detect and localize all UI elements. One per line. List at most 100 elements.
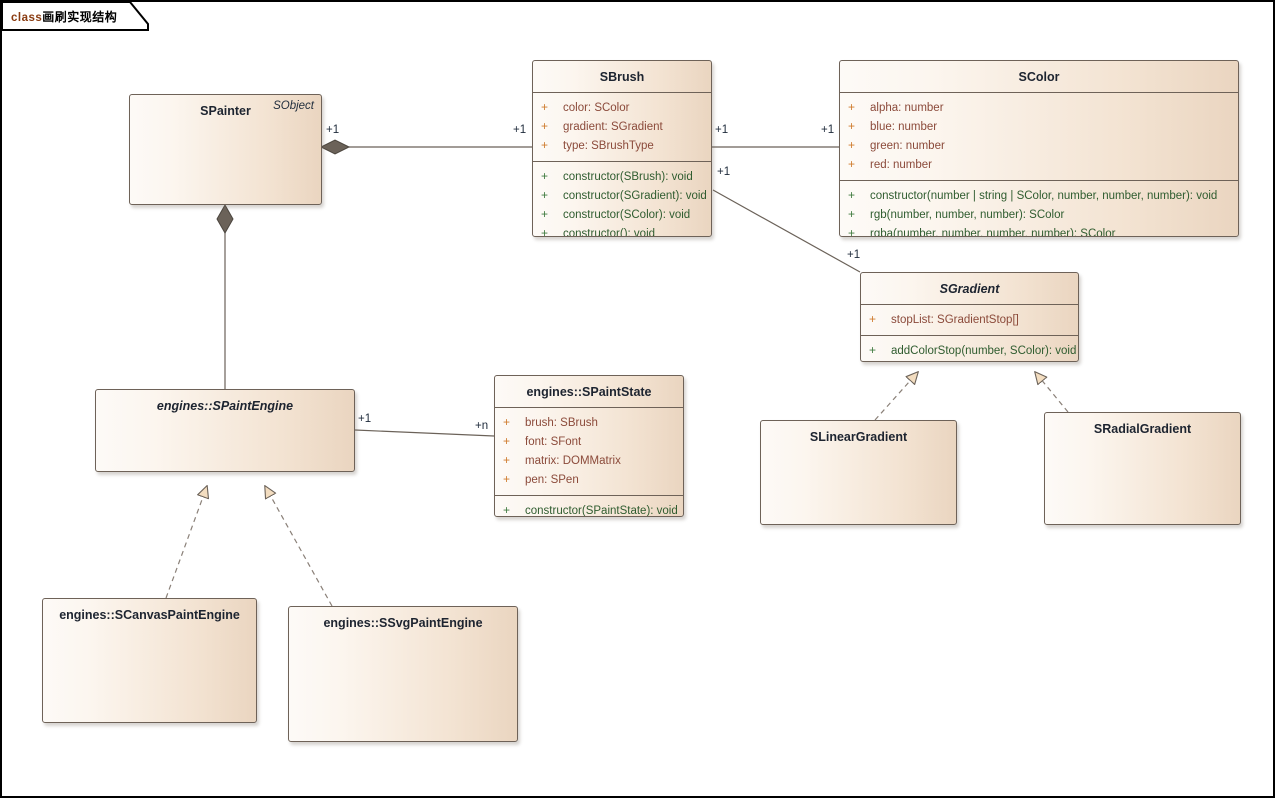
class-scolor-header: SColor [840,61,1238,93]
class-scanvaspaintengine-name: engines::SCanvasPaintEngine [59,608,240,622]
method-label: constructor(SColor): void [563,209,691,221]
method-row: + addColorStop(number, SColor): void [861,341,1078,360]
multiplicity-brush-gradient-source: +1 [717,166,731,178]
method-row: + constructor(number | string | SColor, n… [840,186,1238,205]
method-label: rgba(number, number, number, number): SC… [870,228,1116,237]
link-painter-engine [216,203,234,389]
class-sgradient-methods: + addColorStop(number, SColor): void [861,335,1078,361]
class-spainter-header: SObject SPainter [130,95,321,126]
class-slineargradient-name: SLinearGradient [809,430,908,444]
method-label: rgb(number, number, number): SColor [870,209,1065,221]
attribute-row: +type: SBrushType [533,136,711,155]
multiplicity-painter-brush-target: +1 [513,124,527,136]
link-painter-brush [319,139,532,155]
class-spaintstate-header: engines::SPaintState [495,376,683,408]
method-row: + rgba(number, number, number, number): S… [840,224,1238,237]
frame-title: 画刷实现结构 [42,10,118,24]
method-label: constructor(SBrush): void [563,171,693,183]
attribute-row: +font: SFont [495,432,683,451]
class-scolor-name: SColor [1018,70,1060,84]
visibility-marker: + [541,100,549,114]
class-scolor-attributes: + alpha: number + blue: number + green: num… [840,93,1238,180]
visibility-marker: + [541,207,549,221]
method-row: + constructor(SGradient): void [533,186,711,205]
method-label: constructor(SGradient): void [563,190,707,202]
class-spaintengine[interactable]: engines::SPaintEngine [95,389,355,472]
attribute-row: + gradient: SGradient [533,117,711,136]
attribute-row: + blue: number [840,117,1238,136]
attribute-label: red: number [870,159,933,171]
attribute-label: stopList: SGradientStop[] [891,314,1019,326]
visibility-marker: + [848,100,856,114]
visibility-marker: + [503,472,511,486]
class-sgradient-name: SGradient [939,282,1000,296]
visibility-marker: + [848,119,856,133]
attribute-label: brush: SBrush [525,417,598,429]
frame-tab-label: class画刷实现结构 [11,8,117,25]
visibility-marker: + [541,169,549,183]
attribute-row: +red: number [840,155,1238,174]
class-sradialgradient[interactable]: SRadialGradient [1044,412,1241,525]
visibility-marker: + [541,119,549,133]
link-svgengine-paintengine [265,486,333,607]
class-sbrush-attributes: + color: SColor + gradient: SGradient +typ… [533,93,711,161]
multiplicity-engine-state-target: +n [475,420,489,432]
visibility-marker: + [848,138,856,152]
class-spaintstate[interactable]: engines::SPaintState +brush: SBrush +fon… [494,375,684,517]
class-scolor[interactable]: SColor + alpha: number + blue: number + gre… [839,60,1239,237]
multiplicity-brush-color-source: +1 [715,124,729,136]
attribute-label: matrix: DOMMatrix [525,455,621,467]
class-ssvgpaintengine[interactable]: engines::SSvgPaintEngine [288,606,518,742]
attribute-label: gradient: SGradient [563,121,663,133]
visibility-marker: + [541,188,549,202]
class-sgradient-header: SGradient [861,273,1078,305]
class-sradialgradient-header: SRadialGradient [1045,413,1240,444]
class-sbrush[interactable]: SBrush + color: SColor + gradient: SGradie… [532,60,712,237]
attribute-row: + green: number [840,136,1238,155]
class-spainter[interactable]: SObject SPainter [129,94,322,205]
visibility-marker: + [503,415,511,429]
class-spaintengine-header: engines::SPaintEngine [96,390,354,421]
attribute-label: green: number [870,140,945,152]
class-scanvaspaintengine[interactable]: engines::SCanvasPaintEngine [42,598,257,723]
attribute-row: + brush: SBrush [495,413,683,432]
class-sradialgradient-name: SRadialGradient [1093,422,1192,436]
class-sgradient-attributes: + stopList: SGradientStop[] [861,305,1078,335]
method-label: addColorStop(number, SColor): void [891,345,1077,357]
link-brush-gradient [712,189,861,273]
attribute-label: blue: number [870,121,938,133]
visibility-marker: + [848,226,856,237]
attribute-label: color: SColor [563,102,630,114]
link-engine-state [354,429,495,437]
multiplicity-brush-color-target: +1 [821,124,835,136]
method-row: +constructor(SPaintState): void [495,501,683,516]
link-canvasengine-paintengine [165,486,207,599]
attribute-row: + stopList: SGradientStop[] [861,310,1078,329]
class-sbrush-header: SBrush [533,61,711,93]
class-slineargradient[interactable]: SLinearGradient [760,420,957,525]
visibility-marker: + [848,207,856,221]
class-ssvgpaintengine-header: engines::SSvgPaintEngine [289,607,517,638]
class-scanvaspaintengine-header: engines::SCanvasPaintEngine [43,599,256,630]
link-radialgradient-gradient [1035,372,1069,413]
attribute-row: + alpha: number [840,98,1238,117]
method-row: + rgb(number, number, number): SColor [840,205,1238,224]
visibility-marker: + [541,138,549,152]
class-slineargradient-header: SLinearGradient [761,421,956,452]
attribute-label: font: SFont [525,436,582,448]
method-label: constructor(number | string | SColor, nu… [870,190,1218,202]
attribute-row: +matrix: DOMMatrix [495,451,683,470]
attribute-label: pen: SPen [525,474,579,486]
visibility-marker: + [848,188,856,202]
attribute-row: + color: SColor [533,98,711,117]
visibility-marker: + [869,343,877,357]
attribute-row: + pen: SPen [495,470,683,489]
multiplicity-engine-state-source: +1 [358,413,372,425]
attribute-label: alpha: number [870,102,944,114]
class-spaintstate-methods: +constructor(SPaintState): void [495,495,683,516]
visibility-marker: + [869,312,877,326]
class-sgradient[interactable]: SGradient + stopList: SGradientStop[] + ad… [860,272,1079,362]
method-row: + constructor(SColor): void [533,205,711,224]
visibility-marker: + [541,226,549,237]
